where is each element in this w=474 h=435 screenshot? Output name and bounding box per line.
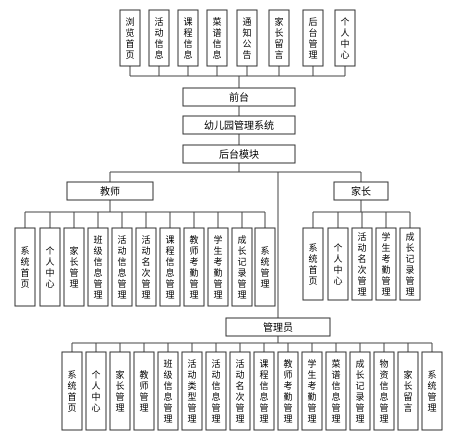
teacher-module-2: 个人中心 <box>39 227 61 307</box>
connector-lines <box>24 66 433 352</box>
teacher-label: 教师 <box>100 185 120 198</box>
teacher-module-7-label: 课程信息管理 <box>165 235 174 301</box>
teacher-module-5-label: 活动信息管理 <box>117 234 126 301</box>
admin-module-2: 个人中心 <box>85 351 107 431</box>
admin-module-14: 物资信息管理 <box>373 351 395 431</box>
parent-module-1: 系统首页 <box>302 227 324 301</box>
front-label: 前台 <box>229 91 249 104</box>
admin-module-2-label: 个人中心 <box>91 370 100 414</box>
front-module-2: 活动信息 <box>148 9 170 67</box>
parent-module-4-label: 学生考勤管理 <box>381 231 390 298</box>
admin-module-5-label: 班级信息管理 <box>163 358 172 425</box>
admin-module-9: 课程信息管理 <box>253 351 275 431</box>
admin-module-8: 活动名次管理 <box>229 351 251 431</box>
admin-module-16-label: 系统管理 <box>427 370 436 414</box>
admin-module-14-label: 物资信息管理 <box>379 358 388 425</box>
admin-module-1: 系统首页 <box>61 351 83 431</box>
admin-module-10: 教师考勤管理 <box>277 351 299 431</box>
front-module-1-label: 浏览首页 <box>125 16 134 61</box>
teacher-module-6-label: 活动名次管理 <box>141 234 150 301</box>
admin-module-12-label: 菜谱信息管理 <box>331 358 340 425</box>
front-module-7-label: 后台管理 <box>308 17 317 61</box>
front-module-1: 浏览首页 <box>119 9 141 67</box>
front-node: 前台 <box>182 87 296 107</box>
teacher-module-5: 活动信息管理 <box>111 227 133 307</box>
front-module-6: 家长留言 <box>268 9 290 67</box>
admin-module-13: 成长记录管理 <box>349 351 371 431</box>
parent-label: 家长 <box>351 185 371 198</box>
admin-module-7-label: 活动信息管理 <box>211 358 220 425</box>
admin-module-6-label: 活动类型管理 <box>187 358 196 425</box>
teacher-module-10-label: 成长记录管理 <box>237 234 246 301</box>
teacher-node: 教师 <box>66 181 154 201</box>
parent-module-5-label: 成长记录管理 <box>405 231 414 298</box>
teacher-module-6: 活动名次管理 <box>135 227 157 307</box>
teacher-module-11-label: 系统管理 <box>260 246 269 290</box>
admin-module-11-label: 学生考勤管理 <box>307 358 316 425</box>
front-module-5-label: 通知公告 <box>242 17 251 61</box>
teacher-module-7: 课程信息管理 <box>159 227 181 307</box>
admin-module-1-label: 系统首页 <box>67 370 76 414</box>
front-module-3: 课程信息 <box>177 9 199 67</box>
admin-module-13-label: 成长记录管理 <box>355 358 364 425</box>
admin-module-5: 班级信息管理 <box>157 351 179 431</box>
teacher-module-8: 教师考勤管理 <box>183 227 205 307</box>
front-module-8: 个人中心 <box>334 9 356 67</box>
diagram-nodes: 前台 幼儿园管理系统 后台模块 教师 家长 管理员 浏览首页活动信息课程信息菜谱… <box>14 9 443 431</box>
admin-module-9-label: 课程信息管理 <box>259 359 268 425</box>
admin-module-15: 家长留言 <box>397 351 419 431</box>
admin-module-12: 菜谱信息管理 <box>325 351 347 431</box>
admin-module-8-label: 活动名次管理 <box>235 358 244 425</box>
front-module-4: 菜谱信息 <box>206 9 228 67</box>
parent-module-2-label: 个人中心 <box>333 243 342 287</box>
admin-module-3-label: 家长管理 <box>115 369 124 414</box>
admin-module-4-label: 教师管理 <box>139 369 148 414</box>
teacher-module-4: 班级信息管理 <box>87 227 109 307</box>
admin-label: 管理员 <box>263 321 293 334</box>
front-module-7: 后台管理 <box>302 9 324 67</box>
front-module-5: 通知公告 <box>236 9 258 67</box>
admin-module-16: 系统管理 <box>421 351 443 431</box>
system-label: 幼儿园管理系统 <box>204 119 274 132</box>
admin-module-15-label: 家长留言 <box>403 369 412 414</box>
parent-module-3: 活动名次管理 <box>351 227 373 301</box>
parent-node: 家长 <box>333 181 389 201</box>
teacher-module-11: 系统管理 <box>254 227 276 307</box>
teacher-module-2-label: 个人中心 <box>45 246 54 290</box>
teacher-module-10: 成长记录管理 <box>231 227 253 307</box>
teacher-module-8-label: 教师考勤管理 <box>189 234 198 301</box>
admin-module-6: 活动类型管理 <box>181 351 203 431</box>
admin-node: 管理员 <box>225 317 331 337</box>
teacher-module-9-label: 学生考勤管理 <box>213 234 222 301</box>
front-module-4-label: 菜谱信息 <box>212 16 221 61</box>
teacher-module-9: 学生考勤管理 <box>207 227 229 307</box>
front-module-2-label: 活动信息 <box>154 16 163 61</box>
system-node: 幼儿园管理系统 <box>182 115 296 135</box>
admin-module-10-label: 教师考勤管理 <box>283 358 292 425</box>
teacher-module-3-label: 家长管理 <box>69 245 78 290</box>
front-module-8-label: 个人中心 <box>340 17 349 61</box>
parent-module-4: 学生考勤管理 <box>375 227 397 301</box>
parent-module-2: 个人中心 <box>327 227 349 301</box>
parent-module-3-label: 活动名次管理 <box>357 231 366 298</box>
backend-label: 后台模块 <box>219 148 259 161</box>
backend-node: 后台模块 <box>182 144 296 164</box>
admin-module-3: 家长管理 <box>109 351 131 431</box>
front-module-3-label: 课程信息 <box>183 17 192 61</box>
teacher-module-1: 系统首页 <box>14 227 36 307</box>
teacher-module-1-label: 系统首页 <box>20 246 29 290</box>
admin-module-7: 活动信息管理 <box>205 351 227 431</box>
teacher-module-3: 家长管理 <box>63 227 85 307</box>
teacher-module-4-label: 班级信息管理 <box>93 234 102 301</box>
admin-module-4: 教师管理 <box>133 351 155 431</box>
admin-module-11: 学生考勤管理 <box>301 351 323 431</box>
front-module-6-label: 家长留言 <box>274 16 283 61</box>
parent-module-1-label: 系统首页 <box>308 243 317 287</box>
parent-module-5: 成长记录管理 <box>399 227 421 301</box>
